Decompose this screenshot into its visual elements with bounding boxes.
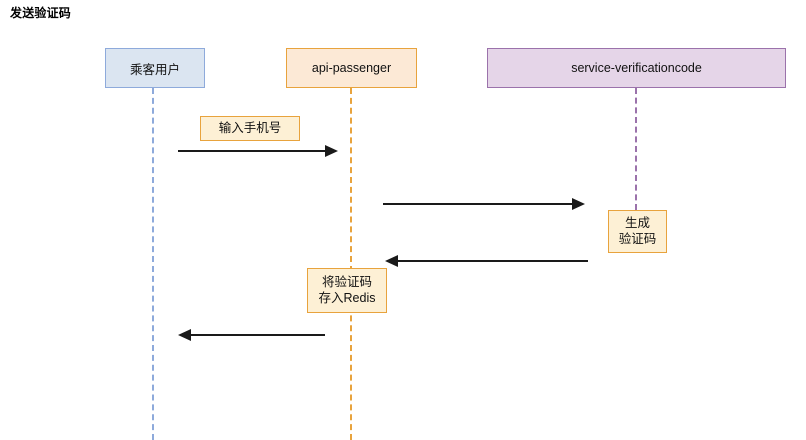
arrow-head-icon [572, 198, 585, 210]
participant-label: service-verificationcode [571, 61, 702, 75]
participant-passenger-user[interactable]: 乘客用户 [105, 48, 205, 88]
participant-service-verificationcode[interactable]: service-verificationcode [487, 48, 786, 88]
arrow-shaft [383, 203, 575, 205]
lifeline-passenger-user [152, 88, 154, 440]
note-store-redis[interactable]: 将验证码 存入Redis [307, 268, 387, 313]
lifeline-api-passenger [350, 88, 352, 440]
participant-label: 乘客用户 [129, 62, 180, 77]
arrow-shaft [178, 150, 328, 152]
lifeline-service-verificationcode [635, 88, 637, 210]
note-line: 验证码 [618, 231, 657, 246]
arrow-shaft [188, 334, 325, 336]
participant-api-passenger[interactable]: api-passenger [286, 48, 417, 88]
arrow-shaft [395, 260, 588, 262]
arrow-head-icon [325, 145, 338, 157]
arrow-head-icon [385, 255, 398, 267]
note-generate-code[interactable]: 生成 验证码 [608, 210, 667, 253]
note-enter-phone[interactable]: 输入手机号 [200, 116, 300, 141]
arrow-head-icon [178, 329, 191, 341]
note-line: 将验证码 [321, 274, 372, 289]
note-line: 生成 [624, 215, 650, 230]
participant-label: api-passenger [311, 61, 392, 75]
page-title: 发送验证码 [10, 6, 72, 20]
note-line: 输入手机号 [218, 120, 282, 135]
note-line: 存入Redis [318, 290, 376, 305]
